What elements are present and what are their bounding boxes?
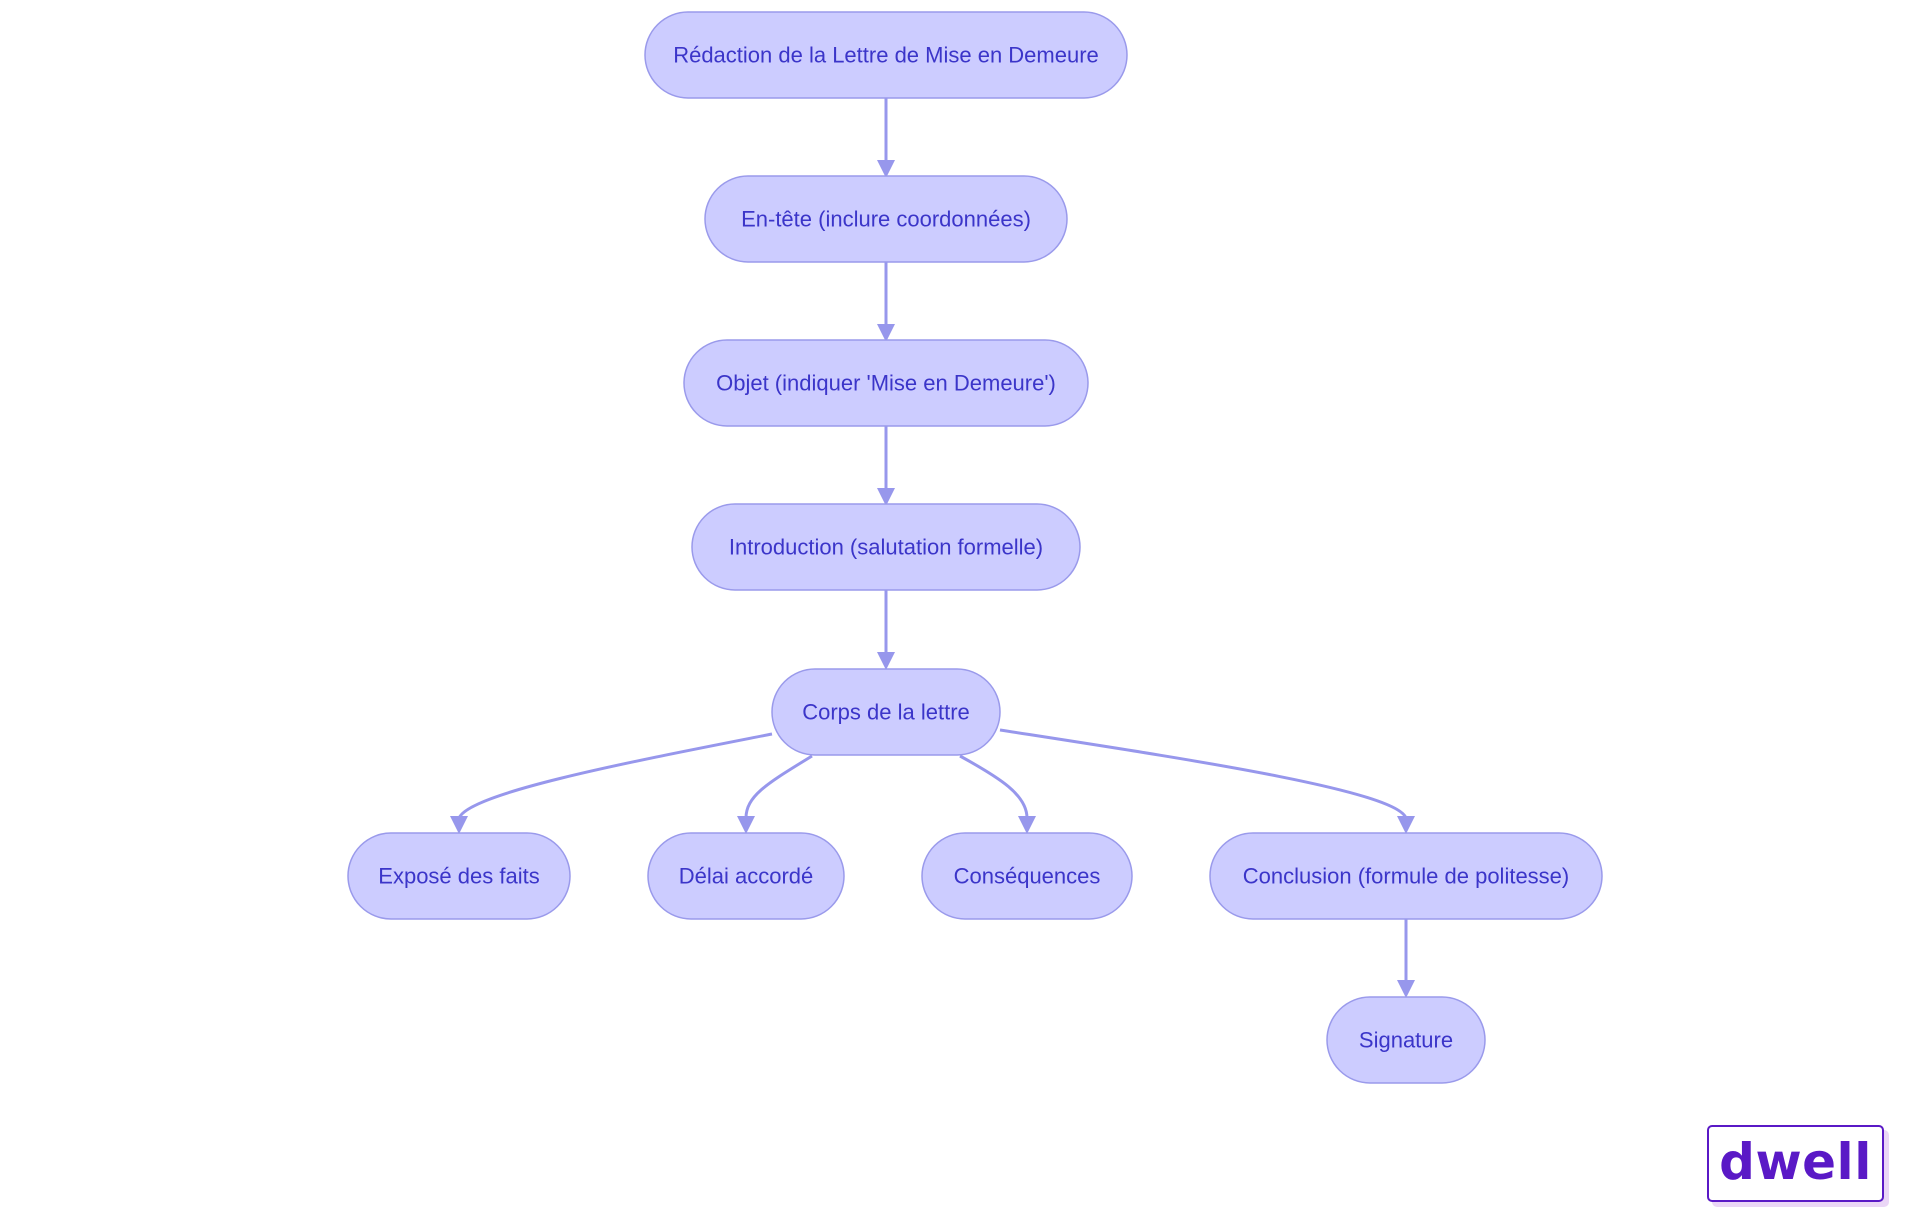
- edge-objet-to-introduction: [877, 426, 895, 506]
- node-objet: Objet (indiquer 'Mise en Demeure'): [683, 339, 1089, 427]
- node-label: Conclusion (formule de politesse): [1243, 864, 1570, 889]
- edge-corps-to-expose: [450, 732, 773, 834]
- node-label: En-tête (inclure coordonnées): [741, 207, 1031, 232]
- node-label: Introduction (salutation formelle): [729, 535, 1043, 560]
- node-entete: En-tête (inclure coordonnées): [704, 175, 1068, 263]
- edge-corps-to-delai: [737, 754, 813, 834]
- node-box: [347, 832, 571, 920]
- node-label: Objet (indiquer 'Mise en Demeure'): [716, 371, 1056, 396]
- node-conclusion: Conclusion (formule de politesse): [1209, 832, 1603, 920]
- edge-introduction-to-corps: [877, 590, 895, 670]
- edge-conclusion-to-signature: [1397, 919, 1415, 998]
- node-box: [704, 175, 1068, 263]
- arrow-head-icon: [877, 652, 895, 670]
- edge-line: [999, 728, 1408, 819]
- arrow-head-icon: [877, 324, 895, 342]
- node-box: [691, 503, 1081, 591]
- node-box: [1209, 832, 1603, 920]
- arrow-head-icon: [1397, 980, 1415, 998]
- arrow-head-icon: [877, 160, 895, 178]
- edge-line: [744, 754, 813, 819]
- node-box: [683, 339, 1089, 427]
- dwell-logo: dwell: [1707, 1125, 1889, 1207]
- edge-corps-to-consequences: [959, 754, 1036, 834]
- node-box: [771, 668, 1001, 756]
- arrow-head-icon: [737, 816, 755, 834]
- arrow-head-icon: [877, 488, 895, 506]
- node-signature: Signature: [1326, 996, 1486, 1084]
- node-label: Corps de la lettre: [802, 700, 970, 725]
- node-box: [644, 11, 1128, 99]
- node-expose: Exposé des faits: [347, 832, 571, 920]
- edge-redaction-to-entete: [877, 98, 895, 178]
- logo-box: dwell: [1707, 1125, 1884, 1202]
- nodes-layer: Rédaction de la Lettre de Mise en Demeur…: [347, 11, 1603, 1084]
- node-box: [647, 832, 845, 920]
- logo-text: dwell: [1719, 1132, 1872, 1191]
- node-delai: Délai accordé: [647, 832, 845, 920]
- edges-layer: [450, 98, 1415, 998]
- edge-entete-to-objet: [877, 262, 895, 342]
- arrow-head-icon: [1018, 816, 1036, 834]
- node-label: Conséquences: [954, 864, 1101, 889]
- node-label: Signature: [1359, 1028, 1453, 1053]
- node-label: Rédaction de la Lettre de Mise en Demeur…: [673, 43, 1099, 68]
- node-label: Exposé des faits: [378, 864, 539, 889]
- arrow-head-icon: [450, 816, 468, 834]
- node-box: [1326, 996, 1486, 1084]
- edge-line: [959, 754, 1029, 819]
- arrow-head-icon: [1397, 816, 1415, 834]
- edge-corps-to-conclusion: [999, 728, 1415, 834]
- node-label: Délai accordé: [679, 864, 814, 889]
- node-redaction: Rédaction de la Lettre de Mise en Demeur…: [644, 11, 1128, 99]
- node-introduction: Introduction (salutation formelle): [691, 503, 1081, 591]
- node-consequences: Conséquences: [921, 832, 1133, 920]
- edge-line: [457, 732, 773, 819]
- node-box: [921, 832, 1133, 920]
- node-corps: Corps de la lettre: [771, 668, 1001, 756]
